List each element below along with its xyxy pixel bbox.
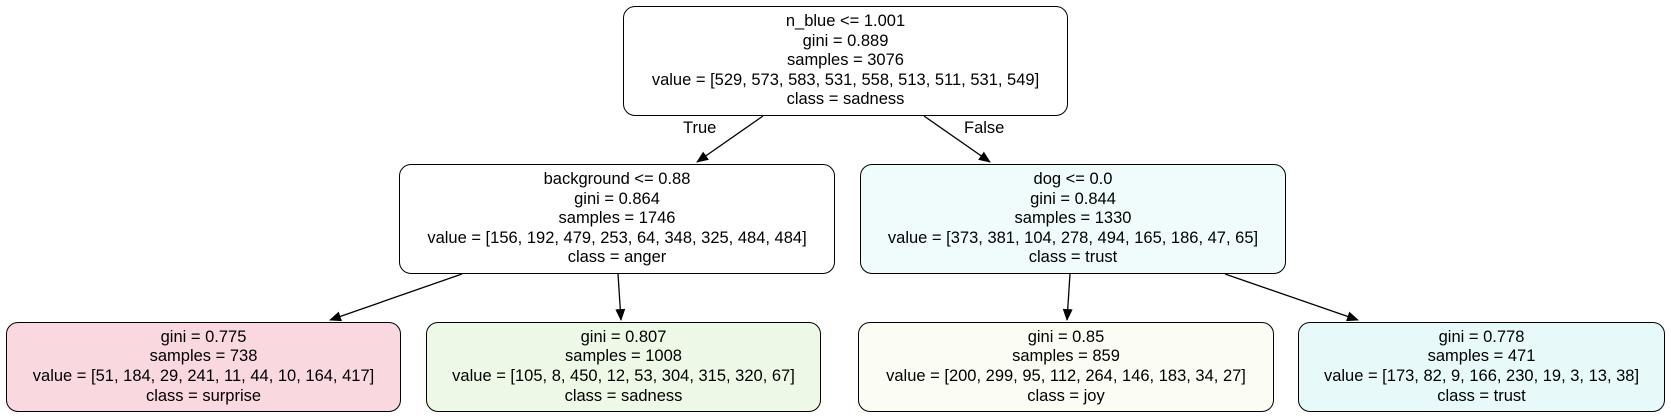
tree-leaf-trust: gini = 0.778 samples = 471 value = [173,… — [1298, 322, 1665, 412]
node-gini: gini = 0.864 — [574, 189, 660, 208]
node-samples: samples = 3076 — [787, 51, 904, 70]
node-value: value = [173, 82, 9, 166, 230, 19, 3, 13… — [1323, 367, 1640, 385]
tree-leaf-joy: gini = 0.85 samples = 859 value = [200, … — [858, 322, 1274, 412]
node-samples: samples = 1008 — [565, 347, 682, 366]
tree-leaf-sadness: gini = 0.807 samples = 1008 value = [105… — [426, 322, 821, 412]
tree-node-dog-split: dog <= 0.0 gini = 0.844 samples = 1330 v… — [860, 164, 1286, 274]
edge-n2-to-leaf4 — [1224, 273, 1359, 322]
tree-node-background-split: background <= 0.88 gini = 0.864 samples … — [399, 164, 835, 274]
edge-n1-to-leaf2 — [615, 273, 626, 321]
node-class: class = surprise — [145, 386, 262, 405]
node-samples: samples = 1746 — [558, 209, 676, 228]
tree-leaf-surprise: gini = 0.775 samples = 738 value = [51, … — [6, 322, 401, 412]
tree-node-root: n_blue <= 1.001 gini = 0.889 samples = 3… — [623, 6, 1068, 116]
node-class: class = sadness — [786, 90, 905, 109]
edge-label-false: False — [964, 119, 1005, 137]
node-samples: samples = 859 — [1012, 347, 1120, 366]
node-split: background <= 0.88 — [543, 170, 691, 189]
node-value: value = [529, 573, 583, 531, 558, 513, 5… — [651, 70, 1040, 89]
node-value: value = [373, 381, 104, 278, 494, 165, 1… — [887, 228, 1259, 247]
node-class: class = anger — [567, 248, 667, 267]
node-gini: gini = 0.889 — [802, 31, 889, 50]
node-class: class = sadness — [564, 386, 683, 405]
edge-root-to-n1 — [696, 115, 764, 163]
node-samples: samples = 471 — [1427, 347, 1536, 366]
node-samples: samples = 738 — [149, 347, 258, 366]
node-value: value = [156, 192, 479, 253, 64, 348, 32… — [427, 228, 807, 247]
node-class: class = trust — [1028, 248, 1118, 267]
node-samples: samples = 1330 — [1014, 209, 1132, 228]
edge-label-true: True — [683, 119, 717, 137]
edge-n1-to-leaf1 — [329, 273, 463, 322]
edge-root-to-n2 — [923, 115, 991, 163]
node-value: value = [200, 299, 95, 112, 264, 146, 18… — [886, 367, 1246, 385]
node-split: dog <= 0.0 — [1033, 170, 1113, 189]
node-gini: gini = 0.85 — [1027, 327, 1105, 346]
node-gini: gini = 0.778 — [1438, 327, 1525, 346]
edge-n2-to-leaf3 — [1062, 273, 1073, 321]
node-class: class = joy — [1027, 386, 1105, 405]
node-split: n_blue <= 1.001 — [785, 12, 906, 31]
node-gini: gini = 0.775 — [160, 327, 247, 346]
node-gini: gini = 0.807 — [580, 327, 667, 346]
node-gini: gini = 0.844 — [1030, 189, 1116, 208]
node-value: value = [51, 184, 29, 241, 11, 44, 10, 1… — [32, 367, 375, 385]
node-class: class = trust — [1437, 386, 1526, 405]
node-value: value = [105, 8, 450, 12, 53, 304, 315, … — [452, 367, 795, 385]
